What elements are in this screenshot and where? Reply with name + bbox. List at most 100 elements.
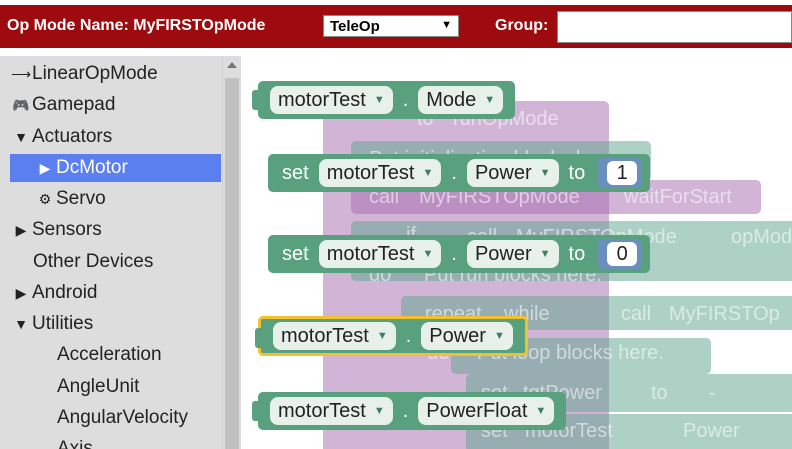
toolbox-sidebar: ⟶ LinearOpMode 🎮 Gamepad ▼ Actuators ▶ D… [0, 56, 222, 449]
set-motor-power-block[interactable]: set motorTest ▼ . Power ▼ to 1 [268, 154, 651, 192]
toolbox-item-label: Sensors [32, 219, 102, 240]
property-label: PowerFloat [426, 399, 528, 422]
bg-waitforstart-text: waitForStart [624, 186, 732, 208]
chevron-down-icon: ▼ [539, 167, 551, 179]
property-label: Power [474, 242, 532, 265]
toolbox-item-gamepad[interactable]: 🎮 Gamepad [10, 91, 115, 119]
dot-separator: . [402, 399, 409, 422]
device-label: motorTest [326, 242, 415, 265]
caret-right-icon: ▶ [15, 221, 27, 238]
chevron-down-icon: ▼ [535, 405, 547, 417]
bg-power-text: Power [683, 420, 740, 442]
device-dropdown[interactable]: motorTest ▼ [273, 322, 396, 350]
toolbox-item-label: Actuators [32, 126, 113, 147]
motor-powerfloat-getter-block[interactable]: motorTest ▼ . PowerFloat ▼ [252, 392, 567, 430]
property-label: Power [429, 324, 486, 347]
dot-separator: . [451, 242, 457, 265]
device-label: motorTest [278, 88, 366, 111]
gamepad-icon: 🎮 [12, 96, 30, 113]
output-connector [252, 90, 260, 110]
to-label: to [568, 161, 586, 184]
set-motor-power-block[interactable]: set motorTest▼ . Power▼ to 0 [268, 235, 651, 273]
device-dropdown[interactable]: motorTest ▼ [318, 240, 442, 268]
dot-separator: . [451, 161, 457, 184]
toolbox-scrollbar[interactable] [222, 56, 241, 449]
op-mode-type-select[interactable]: TeleOp ▼ [323, 15, 459, 37]
caret-right-icon: ▶ [15, 284, 27, 301]
device-label: motorTest [281, 324, 369, 347]
number-block[interactable]: 1 [597, 158, 643, 188]
bg-call3-text: call [621, 303, 652, 325]
property-dropdown[interactable]: Power ▼ [421, 322, 513, 350]
property-dropdown[interactable]: PowerFloat ▼ [418, 397, 555, 425]
header-bar: Op Mode Name: MyFIRSTOpMode TeleOp ▼ Gro… [0, 5, 792, 48]
toolbox-item-actuators[interactable]: ▼ Actuators [10, 123, 112, 151]
chevron-down-icon: ▼ [422, 248, 434, 260]
scroll-thumb[interactable] [225, 78, 239, 449]
chevron-down-icon: ▼ [539, 248, 551, 260]
chevron-down-icon: ▼ [376, 330, 388, 342]
group-input[interactable] [557, 11, 792, 43]
number-block[interactable]: 0 [597, 239, 643, 269]
dot-separator: . [402, 88, 409, 111]
toolbox-item-label: LinearOpMode [32, 63, 158, 84]
toolbox-item-dcmotor[interactable]: ▶ DcMotor [10, 154, 221, 182]
chevron-down-icon: ▼ [373, 94, 385, 106]
blocks-workspace[interactable]: to runOpMode Put initialization blocks h… [241, 56, 792, 449]
toolbox-item-label: AngularVelocity [57, 407, 188, 428]
chevron-down-icon: ▼ [484, 94, 496, 106]
device-dropdown[interactable]: motorTest ▼ [270, 86, 393, 114]
toolbox-item-android[interactable]: ▶ Android [10, 279, 98, 307]
toolbox-item-label: AngleUnit [57, 376, 140, 397]
toolbox-item-sensors[interactable]: ▶ Sensors [10, 216, 102, 244]
toolbox-item-other-devices[interactable]: Other Devices [33, 248, 153, 276]
motor-mode-getter-block[interactable]: motorTest ▼ . Mode ▼ [252, 81, 516, 119]
toolbox-item-servo[interactable]: ⚙ Servo [34, 185, 106, 213]
toolbox-item-angularvelocity[interactable]: AngularVelocity [57, 404, 188, 432]
caret-right-icon: ▶ [39, 159, 51, 176]
toolbox-item-label: Acceleration [57, 344, 162, 365]
toolbox-item-label: Android [32, 282, 98, 303]
toolbox-item-linearopmode[interactable]: ⟶ LinearOpMode [10, 60, 158, 88]
device-dropdown[interactable]: motorTest ▼ [270, 397, 393, 425]
set-label: set [282, 161, 309, 184]
property-label: Power [474, 161, 532, 184]
toolbox-item-label: Other Devices [33, 251, 154, 272]
toolbox-item-acceleration[interactable]: Acceleration [57, 341, 162, 369]
chevron-down-icon: ▼ [373, 405, 385, 417]
toolbox-item-utilities[interactable]: ▼ Utilities [10, 310, 93, 338]
output-connector [252, 401, 260, 421]
caret-down-icon: ▼ [14, 129, 28, 145]
scroll-up-icon[interactable] [227, 62, 237, 68]
motor-power-getter-block[interactable]: motorTest ▼ . Power ▼ [255, 316, 528, 356]
property-dropdown[interactable]: Power ▼ [466, 159, 559, 187]
caret-down-icon: ▼ [14, 316, 28, 332]
number-value[interactable]: 0 [607, 242, 638, 266]
to-label: to [568, 242, 586, 265]
number-value[interactable]: 1 [607, 161, 638, 185]
device-label: motorTest [278, 399, 366, 422]
toolbox-item-angleunit[interactable]: AngleUnit [57, 373, 139, 401]
chevron-down-icon: ▼ [493, 330, 505, 342]
bg-to2-text: to [651, 382, 668, 404]
op-mode-name-label: Op Mode Name: MyFIRSTOpMode [7, 17, 266, 34]
dot-separator: . [405, 324, 412, 347]
op-mode-type-value: TeleOp [330, 18, 380, 35]
bg-minus-text: - [709, 382, 716, 404]
toolbox-item-label: DcMotor [56, 157, 128, 178]
property-label: Mode [426, 88, 477, 111]
device-dropdown[interactable]: motorTest ▼ [318, 159, 442, 187]
toolbox-item-label: Servo [56, 188, 106, 209]
chevron-down-icon: ▼ [422, 167, 434, 179]
toolbox-item-label: Utilities [32, 313, 94, 334]
toolbox-item-axis[interactable]: Axis [57, 435, 93, 449]
device-label: motorTest [326, 161, 415, 184]
header: Op Mode Name: MyFIRSTOpMode TeleOp ▼ Gro… [0, 0, 792, 56]
property-dropdown[interactable]: Mode ▼ [418, 86, 504, 114]
property-dropdown[interactable]: Power ▼ [466, 240, 559, 268]
toolbox-item-label: Gamepad [32, 94, 116, 115]
output-connector [255, 328, 263, 348]
bg-opmode-partial-text: MyFIRSTOp [669, 303, 780, 325]
group-label: Group: [495, 17, 549, 34]
arrow-right-icon: ⟶ [10, 65, 32, 82]
